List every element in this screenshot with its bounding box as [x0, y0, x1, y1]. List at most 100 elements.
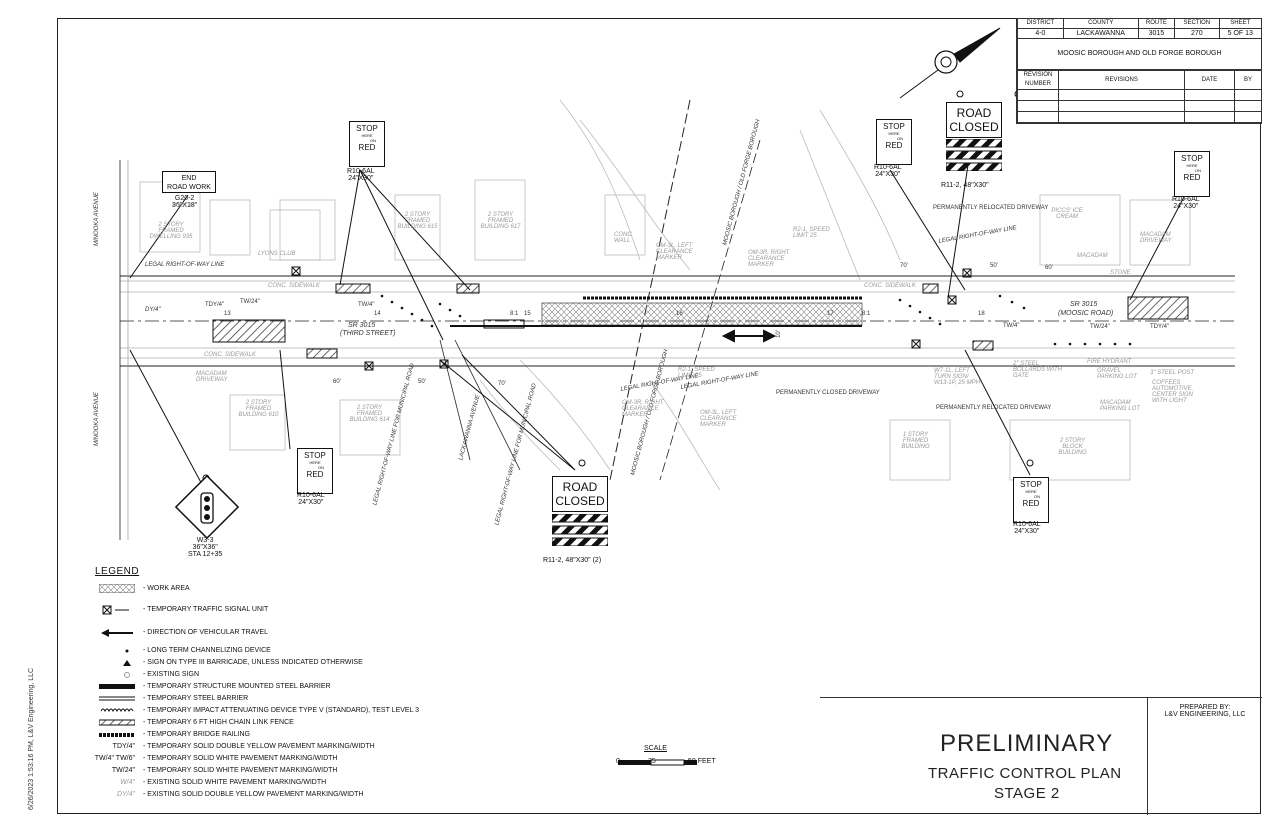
tb-project: MOOSIC BOROUGH AND OLD FORGE BOROUGH: [1017, 38, 1262, 70]
road-closed-sign: ROAD CLOSED: [946, 102, 1002, 138]
r10-code: R10-6AL: [1013, 521, 1041, 528]
background-features: [139, 99, 1191, 491]
steel-post-label: 3" STEEL POST: [1150, 370, 1195, 376]
road-text: ROAD: [562, 480, 598, 494]
minooka-avenue-label: MINOOKA AVENUE: [94, 392, 100, 446]
stone-label: STONE: [1110, 270, 1131, 276]
scale-title: SCALE: [644, 745, 667, 752]
legend-row: - EXISTING SIGN: [95, 669, 515, 680]
macadam-lot-label: MACADAM PARKING LOT: [1100, 400, 1140, 412]
closed-text: CLOSED: [949, 120, 999, 134]
road-text: ROAD: [956, 106, 992, 120]
channelizing-devices: [380, 294, 1132, 346]
scale-tick: 50 FEET: [688, 758, 716, 765]
legend-symbol: DY/4": [116, 791, 135, 798]
legend-symbol: [95, 694, 135, 703]
legend-symbol: [95, 646, 135, 655]
taper-label: 8:1: [862, 311, 871, 317]
dimension-label: 10': [775, 330, 782, 338]
w3-3-sign: [174, 474, 240, 540]
red-text: RED: [306, 470, 324, 479]
clearance-marker-label: OM-3L, LEFT CLEARANCE MARKER: [656, 243, 693, 261]
tb-district: 4-0: [1017, 28, 1064, 39]
structure-barrier-icon: [99, 684, 135, 689]
legend-text: - TEMPORARY STEEL BARRIER: [143, 695, 249, 702]
dy-marking-label: DY/4": [145, 307, 161, 313]
macadam-label: MACADAM: [1077, 253, 1108, 259]
tb-sheet-header: SHEET: [1218, 18, 1263, 29]
station-label: 13: [224, 311, 231, 317]
sr3015-label: SR 3015: [348, 322, 376, 329]
warning-sign-label: W7-1L, LEFT TURN SIGN/ W13-1P, 25 MPH: [934, 368, 980, 386]
building-label: 2 STORY FRAMED BUILDING 615: [397, 212, 438, 230]
r10-code: R10-6AL: [347, 168, 375, 175]
here-text: HERE: [361, 133, 373, 138]
plot-stamp: 6/26/2023 1:53:16 PM, L&V Engineering, L…: [28, 667, 35, 810]
legend-text: - EXISTING SOLID WHITE PAVEMENT MARKING/…: [143, 779, 327, 786]
sheet-border: [57, 18, 1261, 814]
legend-text: - TEMPORARY 6 FT HIGH CHAIN LINK FENCE: [143, 719, 294, 726]
perm-closed-label: PERMANENTLY CLOSED DRIVEWAY: [776, 390, 880, 396]
station-label: 18: [978, 311, 985, 317]
clearance-marker-label: OM-3L, LEFT CLEARANCE MARKER: [700, 410, 737, 428]
type-iii-barricade: [552, 514, 608, 546]
prepared-by-box: PREPARED BY: L&V ENGINEERING, LLC: [1147, 697, 1262, 815]
scale-bar: [618, 759, 697, 766]
chain-link-fence-icon: [99, 719, 135, 726]
legend-text: - TEMPORARY SOLID WHITE PAVEMENT MARKING…: [143, 767, 338, 774]
legend-row: - TEMPORARY IMPACT ATTENUATING DEVICE TY…: [95, 705, 515, 716]
legend-symbol: [95, 605, 135, 614]
stop-here-on-red-sign: STOP HERE ON RED: [1013, 477, 1049, 523]
stop-text: STOP: [883, 122, 905, 131]
legend-row: - TEMPORARY STRUCTURE MOUNTED STEEL BARR…: [95, 681, 515, 692]
road-work-text: ROAD WORK: [167, 184, 211, 191]
legend-symbol: [95, 730, 135, 739]
tb-section-header: SECTION: [1174, 18, 1220, 29]
existing-sign-icon: [124, 672, 130, 678]
title-block: DISTRICT COUNTY ROUTE SECTION SHEET 4-0 …: [1016, 18, 1263, 124]
r10-size: 24"X30": [348, 175, 374, 182]
scale-tick: 0: [616, 758, 620, 765]
legal-row-label: LEGAL RIGHT-OF-WAY LINE: [145, 262, 225, 268]
legend-symbol: [95, 706, 135, 715]
barricade-sign-icon: [123, 660, 131, 666]
legend-row: - TEMPORARY STEEL BARRIER: [95, 693, 515, 704]
red-text: RED: [885, 141, 903, 150]
prepared-by-label: PREPARED BY:: [1179, 704, 1231, 711]
dimension-label: 50': [990, 263, 998, 269]
sidewalk-label: CONC. SIDEWALK: [204, 352, 256, 358]
impact-attenuator: [483, 319, 525, 329]
r10-code: R10-6AL: [874, 164, 902, 171]
end-road-work-sign: END ROAD WORK: [162, 171, 216, 193]
legend-row: - TEMPORARY BRIDGE RAILING: [95, 729, 515, 740]
legend-text: - WORK AREA: [143, 585, 190, 592]
dimension-label: 70': [498, 381, 506, 387]
conc-wall-label: CONC WALL: [614, 232, 632, 244]
fire-hydrant-label: FIRE HYDRANT: [1087, 359, 1132, 365]
on-text: ON: [1034, 494, 1040, 499]
signal-unit-symbol: [102, 605, 129, 614]
tb-by-header: BY: [1234, 70, 1262, 90]
here-text: HERE: [1186, 163, 1198, 168]
channelizer-icon: [125, 649, 129, 653]
legend-symbol: TW/24": [111, 767, 135, 774]
legend-symbol: [95, 658, 135, 667]
building-label: LYONS CLUB: [258, 251, 296, 257]
stop-here-on-red-sign: STOP HERE ON RED: [1174, 151, 1210, 197]
legend-text: - LONG TERM CHANNELIZING DEVICE: [143, 647, 271, 654]
direction-arrow-icon: [101, 628, 133, 637]
road-closed-sign: ROAD CLOSED: [552, 476, 608, 512]
building-label: 1 STORY FRAMED BUILDING: [901, 432, 930, 450]
on-text: ON: [370, 138, 376, 143]
porch-label: PORCH: [172, 203, 194, 209]
north-arrow: [899, 27, 1001, 99]
legend-row: TW/4" TW/6" - TEMPORARY SOLID WHITE PAVE…: [95, 753, 515, 764]
w3-caption: W3-3 36"X36" STA 12+35: [188, 537, 222, 558]
red-text: RED: [358, 143, 376, 152]
